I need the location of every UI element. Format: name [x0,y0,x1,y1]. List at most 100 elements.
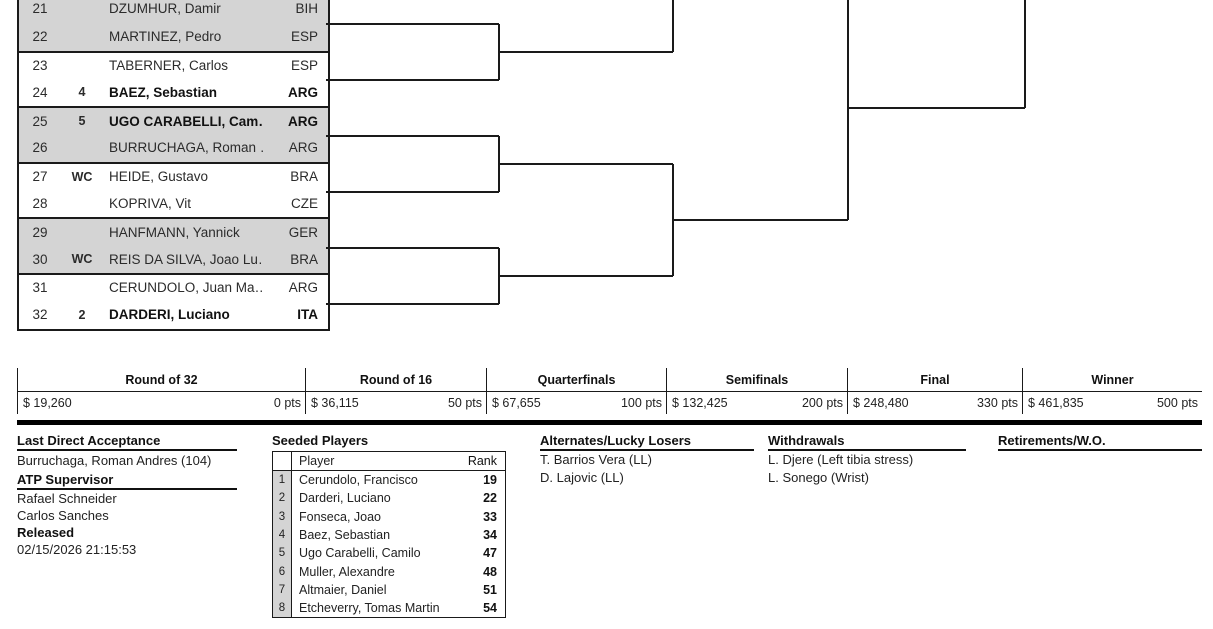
draw-row-position: 32 [32,307,48,323]
draw-row-player-name[interactable]: HANFMANN, Yannick [109,224,240,240]
draw-row-position: 25 [32,113,48,129]
seeded-player-rank: 54 [483,601,497,616]
prize-points: 200 pts [801,396,843,410]
prize-money: $ 36,115 [311,396,359,410]
draw-row-country: GER [288,224,318,240]
seeded-players-header: Player Rank [273,452,505,471]
seeded-player-name[interactable]: Ugo Carabelli, Camilo [299,546,421,561]
seeded-player-row[interactable]: 7 Altmaier, Daniel 51 [273,580,505,600]
seeded-player-row[interactable]: 6 Muller, Alexandre 48 [273,562,505,581]
draw-row-country: BRA [290,169,318,185]
prize-round-label: Round of 32 [17,368,305,391]
draw-row[interactable]: 29 HANFMANN, Yannick GER [19,217,328,246]
retirements-title: Retirements/W.O. [998,433,1202,451]
draw-row-player-name[interactable]: KOPRIVA, Vit [109,195,192,211]
seed-number: 3 [273,507,292,526]
prize-money: $ 248,480 [853,396,909,410]
withdrawals-list: L. Djere (Left tibia stress) L. Sonego (W… [768,452,988,486]
seeded-player-name[interactable]: Darderi, Luciano [299,491,391,506]
seeded-player-name[interactable]: Baez, Sebastian [299,528,391,543]
atp-supervisor-title: ATP Supervisor [17,472,237,490]
seed-number: 2 [273,489,292,508]
draw-row-seed-status: WC [71,252,93,267]
prize-points: 500 pts [1156,396,1198,410]
prize-money: $ 461,835 [1028,396,1084,410]
released-section: Released 02/15/2026 21:15:53 [17,525,237,558]
draw-row-country: ARG [288,113,318,129]
draw-row-player-name[interactable]: BAEZ, Sebastian [109,84,218,100]
seeded-player-name[interactable]: Altmaier, Daniel [299,582,387,597]
draw-row-position: 24 [32,84,48,100]
released-datetime: 02/15/2026 21:15:53 [17,542,137,557]
draw-row-player-name[interactable]: REIS DA SILVA, Joao Lu… [109,251,264,267]
draw-row-position: 23 [32,57,48,73]
seed-number: 6 [273,562,292,581]
prize-round-label: Round of 16 [305,368,486,391]
prize-money: $ 19,260 [23,396,72,410]
draw-row-country: CZE [291,195,318,211]
seeded-player-rank: 48 [483,564,497,579]
withdrawal-item: L. Sonego (Wrist) [768,469,869,485]
seeded-player-row[interactable]: 5 Ugo Carabelli, Camilo 47 [273,544,505,563]
draw-row-position: 26 [32,140,48,156]
alternates-section: Alternates/Lucky Losers T. Barrios Vera … [540,433,760,486]
draw-row-position: 29 [32,224,48,240]
draw-row-player-name[interactable]: DZUMHUR, Damir [109,1,221,17]
seeded-player-name[interactable]: Fonseca, Joao [299,509,381,524]
seeded-player-name[interactable]: Muller, Alexandre [299,564,395,579]
seeded-player-row[interactable]: 2 Darderi, Luciano 22 [273,489,505,508]
last-direct-acceptance-value: Burruchaga, Roman Andres (104) [17,453,212,468]
alternate-item: T. Barrios Vera (LL) [540,452,652,467]
seeded-player-rank: 34 [483,528,497,543]
seeded-player-rank: 47 [483,546,497,561]
draw-row-player-name[interactable]: DARDERI, Luciano [109,307,230,323]
draw-row[interactable]: 25 5 UGO CARABELLI, Cam… ARG [19,106,328,134]
atp-supervisor-name: Carlos Sanches [17,508,109,523]
seed-col-rank: Rank [467,454,497,468]
draw-row-player-name[interactable]: CERUNDOLO, Juan Ma… [109,280,264,296]
draw-row-player-name[interactable]: BURRUCHAGA, Roman … [109,140,264,156]
prize-money: $ 67,655 [492,396,541,410]
seed-number: 7 [273,580,292,600]
seed-number: 5 [273,544,292,563]
seeded-player-rank: 22 [483,491,497,506]
seeded-player-name[interactable]: Cerundolo, Francisco [299,473,418,488]
prize-round-label: Final [847,368,1022,391]
alternates-list: T. Barrios Vera (LL)D. Lajovic (LL) [540,452,760,486]
seeded-player-rank: 51 [483,582,497,597]
withdrawals-section: Withdrawals L. Djere (Left tibia stress)… [768,433,988,486]
draw-row-player-name[interactable]: TABERNER, Carlos [109,57,229,73]
draw-row-player-name[interactable]: HEIDE, Gustavo [109,169,209,185]
withdrawal-item: L. Djere (Left tibia stress) [768,452,914,467]
draw-row-player-name[interactable]: MARTINEZ, Pedro [109,29,222,45]
seed-col-blank [273,452,292,470]
seeded-player-name[interactable]: Etcheverry, Tomas Martin [299,601,440,616]
prize-money: $ 132,425 [672,396,728,410]
seed-number: 4 [273,525,292,545]
retirements-section: Retirements/W.O. [998,433,1208,451]
seeded-player-rank: 19 [483,473,497,488]
draw-row-player-name[interactable]: UGO CARABELLI, Cam… [109,113,264,129]
seeded-player-row[interactable]: 4 Baez, Sebastian 34 [273,525,505,545]
prize-round-label: Winner [1022,368,1202,391]
draw-row-seed-status: 5 [78,114,86,129]
